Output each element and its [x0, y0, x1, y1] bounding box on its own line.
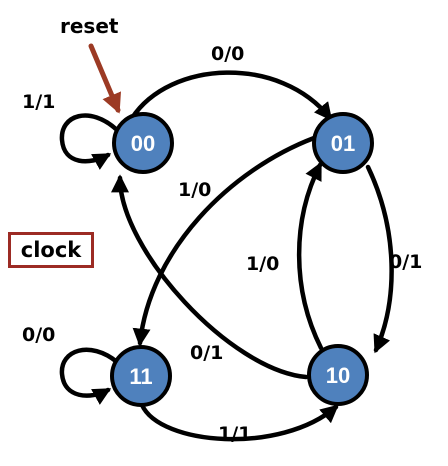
state-10-circle: [307, 344, 369, 406]
state-01-circle: [312, 112, 374, 174]
edge-01-to-11: [132, 135, 317, 347]
state-00-circle: [112, 112, 174, 174]
state-11: 11: [110, 345, 172, 407]
state-11-circle: [110, 345, 172, 407]
state-00-label: 00: [131, 131, 155, 156]
reset-label: reset: [60, 14, 119, 38]
state-10-label: 10: [326, 363, 350, 388]
self-loop-00: [59, 113, 120, 170]
edge-00-to-01: [129, 70, 333, 121]
label-01-to-11: 1/0: [178, 179, 211, 201]
edge-10-to-01: [296, 161, 324, 351]
state-00: 00: [112, 112, 174, 174]
label-10-to-01: 1/0: [246, 253, 279, 275]
label-00-to-01: 0/0: [211, 43, 244, 65]
edge-10-to-00: [111, 174, 309, 380]
label-10-to-00: 0/1: [190, 342, 223, 364]
edge-01-to-10: [365, 164, 394, 354]
self-loop-11: [59, 347, 120, 405]
edge-11-to-10: [139, 402, 339, 442]
reset-arrow: [88, 43, 121, 114]
clock-label: clock: [20, 238, 82, 262]
state-11-label: 11: [129, 364, 152, 389]
label-11-to-10: 1/1: [218, 423, 251, 445]
label-00-to-00: 1/1: [22, 91, 55, 113]
label-01-to-10: 0/1: [389, 251, 422, 273]
clock-label-box: clock: [8, 232, 94, 268]
state-10: 10: [307, 344, 369, 406]
label-11-to-11: 0/0: [22, 324, 55, 346]
state-01: 01: [312, 112, 374, 174]
state-01-label: 01: [331, 131, 355, 156]
